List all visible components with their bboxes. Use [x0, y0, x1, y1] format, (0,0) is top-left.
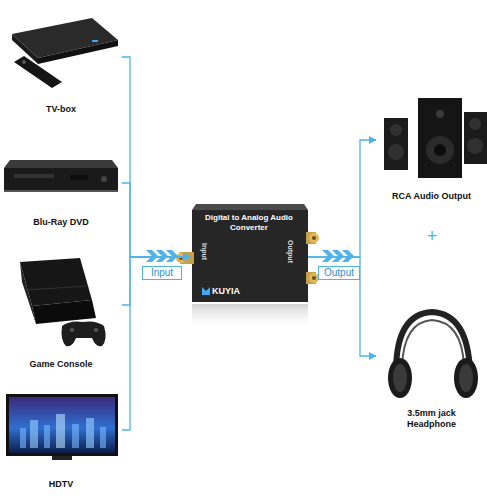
- output-device-node: 3.5mm jack Headphone: [376, 300, 487, 430]
- signal-connector: [122, 257, 190, 430]
- device-node: Blu-Ray DVD: [0, 140, 122, 228]
- plus-sign: +: [422, 226, 442, 246]
- device-label: HDTV: [11, 479, 111, 490]
- input-label: Input: [142, 266, 182, 280]
- signal-connector: [308, 257, 376, 356]
- device-label: RCA Audio Output: [378, 191, 486, 202]
- device-label: 3.5mm jack Headphone: [389, 408, 475, 430]
- output-label: Output: [318, 266, 360, 280]
- device-node: TV-box: [0, 8, 122, 115]
- converter-box: Digital to Analog Audio ConverterKUYIA In…: [190, 205, 308, 303]
- output-arrow-icon: [322, 250, 354, 262]
- signal-connector: [122, 183, 190, 257]
- device-node: HDTV: [0, 390, 122, 490]
- signal-connector: [308, 140, 376, 257]
- signal-connector: [122, 57, 190, 257]
- signal-connector: [122, 257, 190, 305]
- output-device-node: RCA Audio Output: [376, 80, 487, 202]
- tv-box-illustration: [12, 18, 118, 88]
- input-arrow-icon: [146, 250, 178, 262]
- port-label: Output: [286, 232, 295, 272]
- headphones-illustration: [388, 312, 478, 398]
- device-label: Blu-Ray DVD: [6, 217, 116, 228]
- device-node: Game Console: [0, 255, 122, 370]
- device-label: TV-box: [11, 104, 111, 115]
- dvd-player-illustration: [4, 160, 118, 192]
- brand-name: KUYIA: [212, 286, 262, 297]
- converter-illustration: [176, 204, 319, 330]
- converter-title: Digital to Analog Audio Converter: [200, 213, 298, 233]
- game-console-illustration: [20, 258, 106, 346]
- device-label: Game Console: [6, 359, 116, 370]
- hdtv-illustration: [6, 394, 118, 460]
- port-label: Input: [200, 232, 209, 272]
- speakers-illustration: [384, 98, 487, 178]
